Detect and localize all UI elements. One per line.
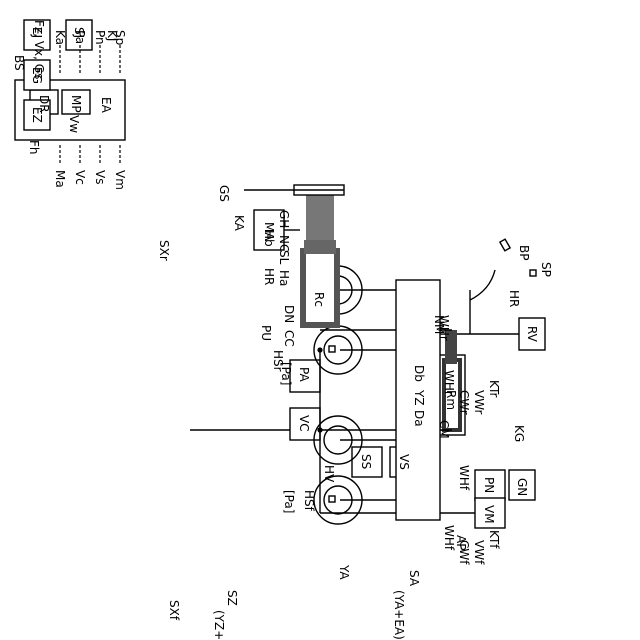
label-SZ-sub: (YZ+EZ)	[212, 610, 226, 640]
label-KJ: KJ	[105, 30, 119, 41]
label-RV: RV	[525, 326, 539, 343]
label-VWr: VWr	[472, 390, 486, 415]
Rc-chamber	[306, 254, 334, 322]
label-VS: VS	[397, 454, 411, 470]
label-CWf: CWf	[457, 540, 471, 565]
label-SXf: SXf	[167, 600, 181, 621]
label-KTf: KTf	[487, 530, 501, 549]
label-SA-sub: (YA+EA)	[392, 590, 406, 640]
label-PA: PA	[297, 367, 311, 382]
label-GN: GN	[515, 478, 529, 496]
label-YZ: YZ	[412, 389, 426, 406]
label-CWr: CWr	[457, 390, 471, 415]
label-Vw: Vw	[67, 115, 81, 133]
label-Vs: Vs	[93, 170, 107, 184]
label-Vc: Vc	[73, 170, 87, 185]
label-Ha: Ha	[277, 270, 291, 286]
label-CM: CM	[437, 420, 451, 439]
GH-screw	[306, 194, 334, 240]
diagram-rotated-group: AP SA (YA+EA) YA SZ (YZ+EZ) SXf SXr PN V…	[0, 20, 553, 640]
label-WHf-b: WHf	[442, 525, 456, 551]
label-EJ: EJ	[30, 27, 44, 38]
junction-rear	[317, 347, 322, 352]
label-WHr-b: WHr	[442, 370, 456, 396]
label-SP: SP	[539, 262, 553, 277]
KTf-sensor	[329, 496, 335, 502]
label-HV: HV	[322, 465, 336, 483]
label-Ma: Ma	[53, 170, 67, 188]
label-HSf: HSf	[302, 490, 316, 512]
SP-sensor	[530, 270, 536, 276]
label-VWf: VWf	[472, 540, 486, 565]
SL-nut	[304, 240, 336, 254]
label-YA: YA	[337, 564, 351, 580]
label-Vm: Vm	[113, 170, 127, 190]
label-KTr: KTr	[487, 380, 501, 398]
label-SS: SS	[359, 454, 373, 469]
label-MA: MA	[262, 222, 276, 241]
brake-pedal-arm	[470, 270, 495, 300]
label-WHf-a: WHf	[457, 465, 471, 491]
label-SJ: SJ	[72, 27, 86, 38]
label-EZ: EZ	[30, 107, 44, 123]
label-KA: KA	[232, 215, 246, 232]
label-DN: DN	[282, 305, 296, 323]
label-Pa-front: [Pa]	[282, 490, 296, 513]
label-PN: PN	[482, 477, 496, 493]
label-EG: EG	[30, 67, 44, 84]
label-Fh: Fh	[27, 140, 41, 155]
label-Pn: Pn	[93, 30, 107, 45]
label-VM: VM	[482, 505, 496, 524]
label-NC: NC	[277, 235, 291, 252]
label-KG: KG	[512, 425, 526, 442]
brake-pedal	[500, 239, 510, 251]
KTr-sensor	[329, 346, 335, 352]
label-SA: SA	[407, 570, 421, 587]
label-Ka: Ka	[53, 30, 67, 45]
label-HR-mid: HR	[262, 268, 276, 285]
label-GS: GS	[217, 185, 231, 202]
label-BP: BP	[517, 245, 531, 260]
label-EA: EA	[99, 97, 113, 114]
label-SXr: SXr	[157, 240, 171, 261]
label-SZ: SZ	[225, 590, 239, 606]
label-MP: MP	[69, 95, 83, 113]
label-Rc: Rc	[312, 292, 326, 307]
label-WHr-a: WHr	[437, 315, 451, 341]
label-PU: PU	[259, 325, 273, 341]
label-BS: BS	[12, 55, 26, 71]
label-Db: Db	[412, 365, 426, 382]
label-Da: Da	[412, 410, 426, 427]
label-VC: VC	[297, 415, 311, 432]
label-GH: GH	[277, 210, 291, 228]
label-CC: CC	[282, 330, 296, 347]
label-HSr: HSr	[271, 350, 285, 372]
label-HR-top: HR	[507, 290, 521, 307]
